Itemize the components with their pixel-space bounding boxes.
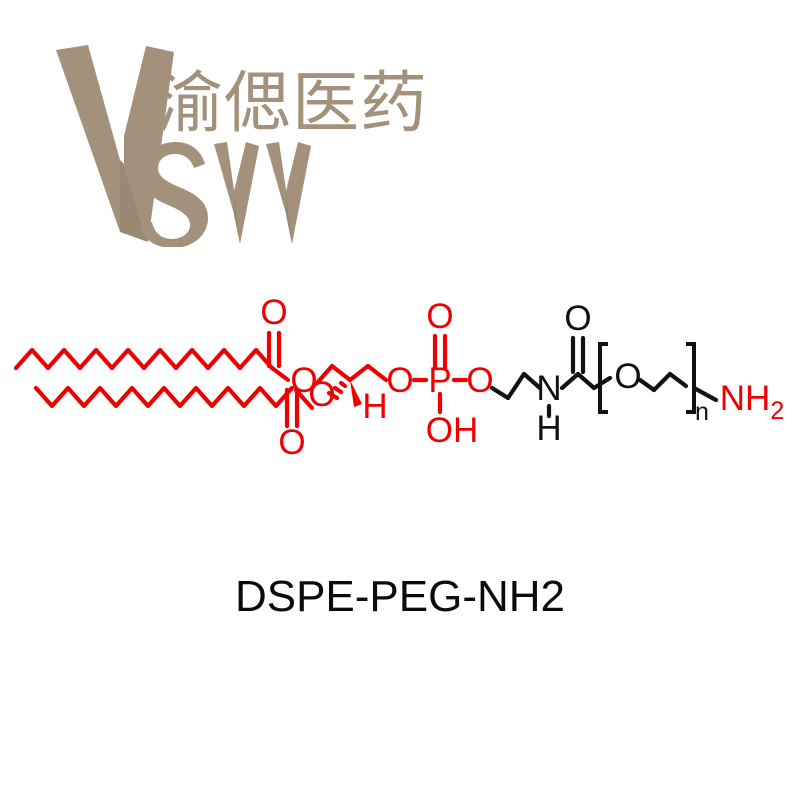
ester-carbonyl-o-top-label: O (260, 293, 287, 332)
terminal-amine-nh: NH (720, 379, 771, 418)
stereo-h-label: H (362, 387, 387, 426)
phospho-ester-o-right-label: O (466, 361, 493, 400)
ester-carbonyl-bottom: O O (278, 375, 335, 462)
repeat-bracket-right (686, 342, 696, 414)
glycerol-backbone: H (326, 363, 389, 426)
repeat-bracket-left (598, 342, 608, 414)
phospho-ester-o-left-label: O (386, 361, 413, 400)
amide-n-label: N (536, 369, 561, 408)
amide-carbonyl-o-label: O (564, 299, 591, 338)
ethanolamine-linker: N H (489, 369, 562, 448)
repeat-subscript-n: n (695, 398, 709, 426)
terminal-amine-label: NH2 (720, 379, 784, 425)
phospho-hydroxyl-label: OH (426, 411, 479, 450)
terminal-amine-subscript: 2 (770, 397, 784, 425)
ester-carbonyl-o-bottom-label: O (278, 423, 305, 462)
vsv-arrow-mark (56, 45, 311, 247)
company-name-chinese: 渝偲医药 (156, 64, 428, 142)
compound-name-caption: DSPE-PEG-NH2 (234, 572, 566, 621)
phospho-double-o-label: O (426, 297, 453, 336)
company-logo: 渝偲医药 (28, 32, 448, 247)
acyl-chain-bottom (33, 385, 295, 409)
phosphorus-label: P (428, 361, 451, 400)
acyl-chain-top (13, 347, 275, 371)
phosphate-group: O P O OH O (386, 297, 493, 450)
stereo-solid-wedge (350, 380, 362, 407)
stereo-hash-wedge (326, 380, 348, 401)
chemical-structure-dspe-peg-nh2: .rb { stroke: #ee0000; stroke-width: 4.2… (13, 293, 784, 462)
peg-ether-o-label: O (614, 357, 641, 396)
amide-and-peg: O O n NH2 (559, 299, 784, 426)
